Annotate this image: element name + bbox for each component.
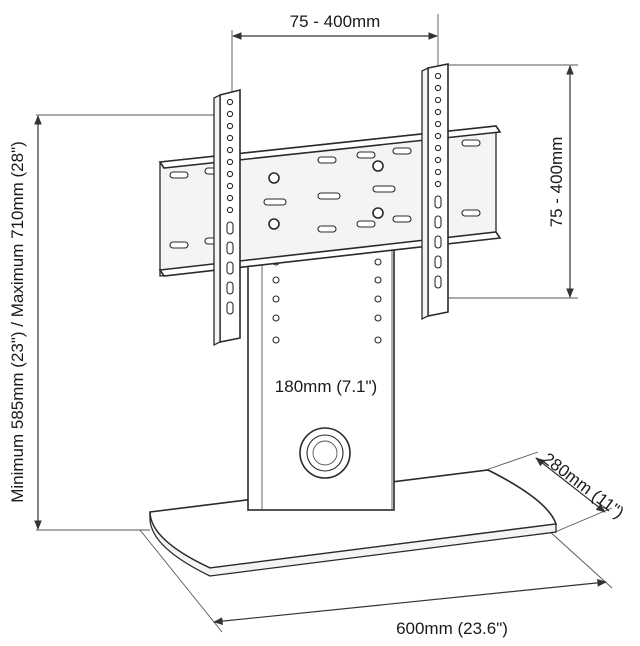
vesa-mounting-plate [158, 125, 502, 277]
base-width-label: 600mm (23.6") [396, 619, 508, 638]
base-depth-dimension-line [535, 457, 606, 513]
right-height-label: 75 - 400mm [547, 137, 566, 228]
mounting-bolts [268, 160, 384, 230]
cable-management-hole [299, 427, 351, 479]
column-width-label: 180mm (7.1") [275, 377, 377, 396]
base-depth-label: 280mm (11") [539, 449, 627, 522]
right-bracket-arm [421, 63, 449, 321]
overall-height-label: Minimum 585mm (23") / Maximum 710mm (28"… [8, 141, 27, 503]
base-width-dimension-line [213, 579, 607, 625]
left-bracket-holes [226, 98, 234, 315]
left-bracket-arm [213, 88, 241, 347]
top-width-label: 75 - 400mm [290, 12, 381, 31]
right-bracket-holes [434, 72, 442, 289]
plate-slots [169, 139, 481, 249]
base-plate [149, 469, 558, 577]
